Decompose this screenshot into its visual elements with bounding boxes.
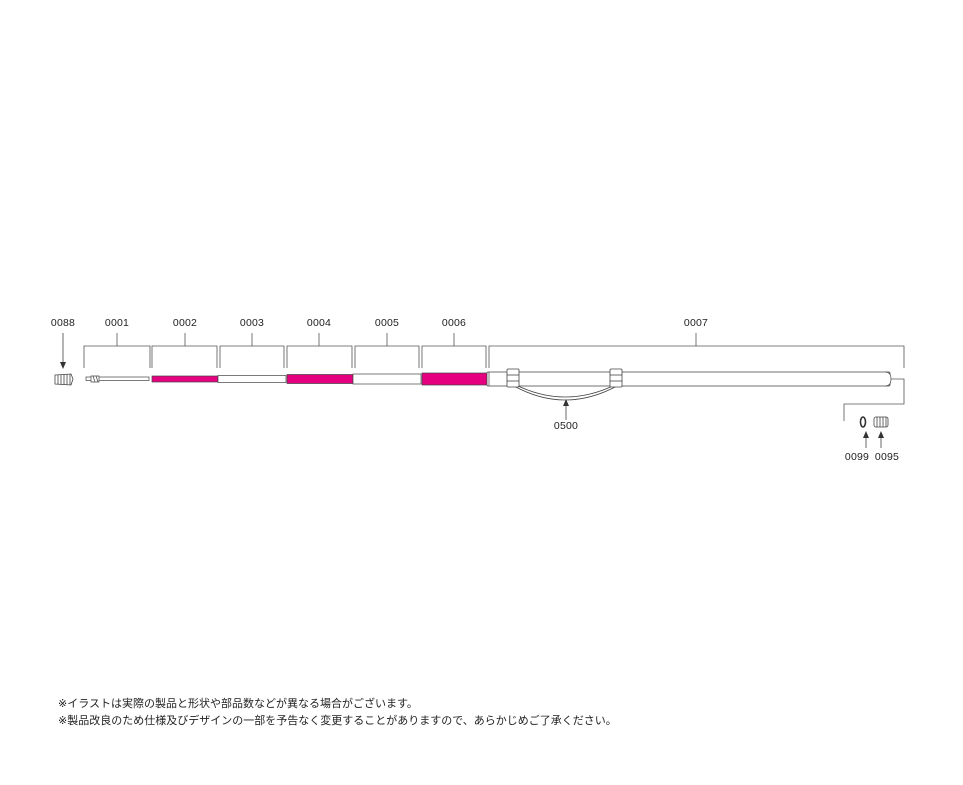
section-0003 [217,375,287,383]
section-brackets [83,333,905,368]
tip-section-0001 [85,375,150,383]
section-0005 [352,373,422,385]
part-number-0006: 0006 [441,317,467,329]
section-0006 [421,372,488,386]
part-number-0002: 0002 [172,317,198,329]
section-0002 [151,375,219,383]
part-number-0500: 0500 [553,420,579,432]
part-number-0001: 0001 [104,317,130,329]
cap-0088 [54,373,74,386]
section-0004 [286,374,354,384]
oring-0099 [859,416,867,428]
buttcap-0095 [873,416,889,428]
part-number-0088: 0088 [50,317,76,329]
bracket-0003 [219,345,285,368]
bracket-butt-end [843,378,905,421]
strap-0500 [506,368,623,401]
part-number-0004: 0004 [306,317,332,329]
part-number-0095: 0095 [874,451,900,463]
bracket-0005 [354,345,420,368]
disclaimer-illustration: ※イラストは実際の製品と形状や部品数などが異なる場合がございます。 [58,697,418,710]
butt-section-0007 [486,371,892,387]
part-number-0007: 0007 [683,317,709,329]
part-number-0099: 0099 [844,451,870,463]
bracket-0004 [286,345,353,368]
part-number-0005: 0005 [374,317,400,329]
part-number-0003: 0003 [239,317,265,329]
bracket-0007 [488,345,905,368]
bracket-0006 [421,345,487,368]
bracket-0002 [151,345,218,368]
bracket-0001 [83,345,151,368]
disclaimer-specification: ※製品改良のため仕様及びデザインの一部を予告なく変更することがありますので、あら… [58,714,617,727]
